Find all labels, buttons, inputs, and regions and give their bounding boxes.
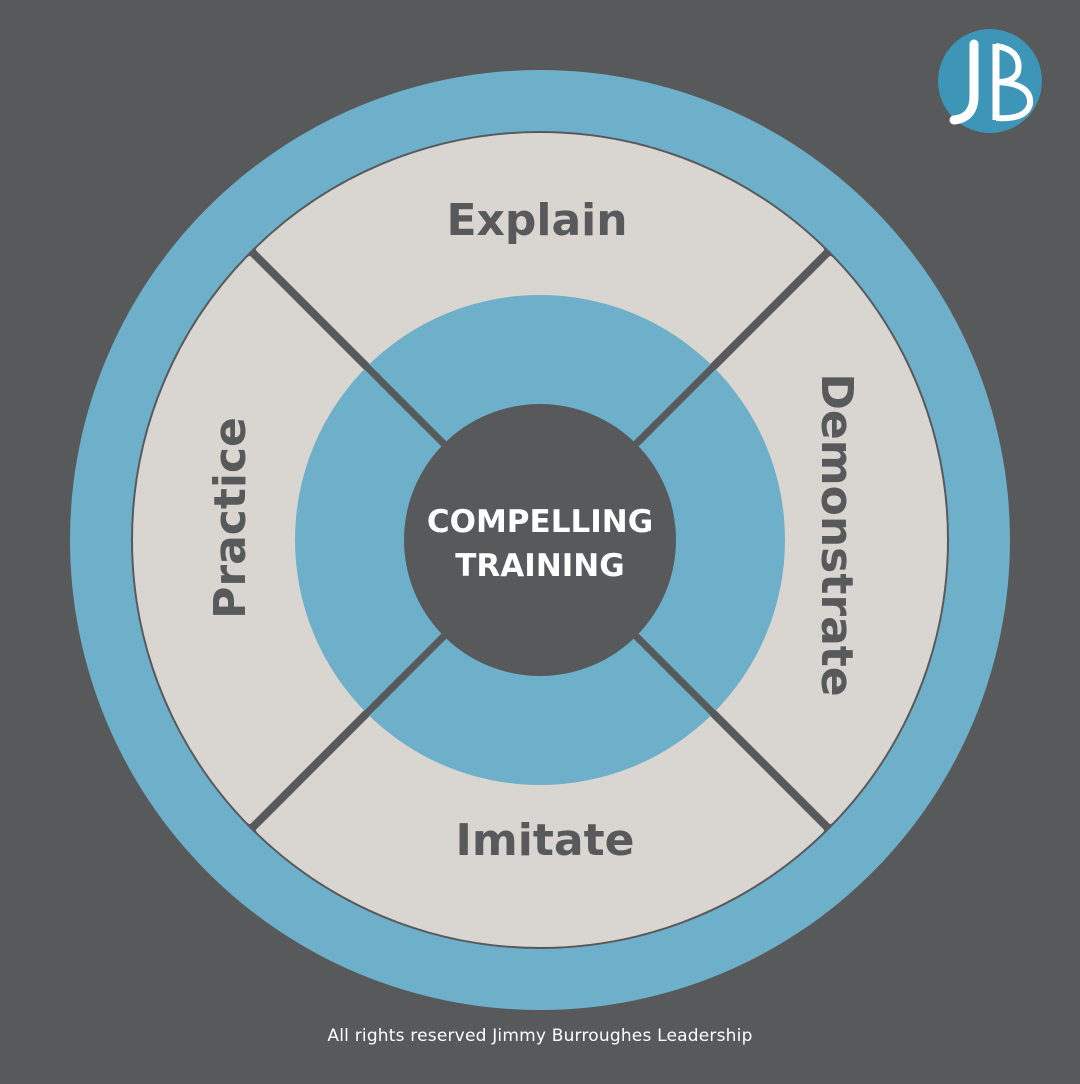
label-practice: Practice [205, 417, 256, 619]
segment-imitate [255, 713, 825, 947]
jb-monogram-icon [938, 29, 1042, 133]
segment-explain [255, 133, 825, 367]
copyright-footer: All rights reserved Jimmy Burroughes Lea… [327, 1026, 753, 1046]
divider-inner-se [629, 629, 717, 717]
divider-inner-nw [363, 363, 451, 451]
center-title-line1: COMPELLING [427, 504, 653, 540]
segment-demonstrate [713, 255, 947, 825]
label-demonstrate: Demonstrate [811, 373, 862, 696]
divider-inner-sw [363, 629, 451, 717]
segment-practice [133, 255, 367, 825]
divider-inner-ne [629, 363, 717, 451]
label-imitate: Imitate [456, 815, 635, 866]
center-title-line2: TRAINING [455, 548, 624, 584]
center-hub [404, 404, 676, 676]
label-explain: Explain [446, 195, 627, 246]
